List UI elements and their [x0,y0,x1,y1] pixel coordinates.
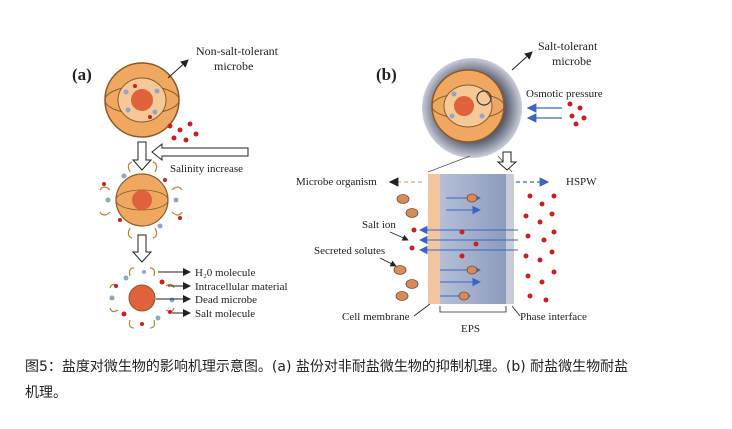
legend-intracellular: Intracellular material [195,281,288,293]
down-arrow-1 [131,141,153,171]
panel-b: (b) Salt-tolerant microbe Osmotic pressu… [296,39,603,335]
osmotic-salt-cluster [567,101,587,127]
legend-dead-microbe: Dead microbe [195,294,257,306]
dead-cell [109,267,175,329]
down-arrow-2 [131,234,153,263]
panel-a-label: (a) [72,65,92,84]
salinity-arrow [151,142,249,162]
osmotic-label: Osmotic pressure [526,88,603,100]
phase-interface-band [506,174,514,304]
microbe-label-a-1: Non-salt-tolerant [196,44,279,58]
figure-caption: 图5：盐度对微生物的影响机理示意图。(a) 盐份对非耐盐微生物的抑制机理。(b)… [25,354,715,406]
zoom-arrow [496,151,518,171]
eps-band [440,174,506,304]
salinity-label: Salinity increase [170,163,243,175]
legend-water: H₂0 molecule [195,267,255,279]
panel-a-legend: H₂0 molecule Intracellular material Dead… [156,267,288,320]
microbe-label-a-2: microbe [214,59,253,73]
salt-ions [409,227,479,259]
secreted-solutes [393,194,419,301]
secreted-label: Secreted solutes [314,245,385,257]
salt-ion-label: Salt ion [362,219,396,231]
microbe-label-b-2: microbe [552,54,591,68]
microbe-label-b-1: Salt-tolerant [538,39,598,53]
stressed-cell [99,161,183,239]
salinity-mechanism-diagram: (a) Non-salt-tolerant microbe Salinity i… [72,39,603,335]
salt-molecule-cluster [167,121,199,143]
hspw-salt-particles [523,193,557,303]
organism-label: Microbe organism [296,176,377,188]
caption-line-2: 机理。 [25,385,67,401]
salt-tolerant-cell [422,58,522,158]
membrane-label: Cell membrane [342,311,410,323]
caption-line-1: 图5：盐度对微生物的影响机理示意图。(a) 盐份对非耐盐微生物的抑制机理。(b)… [25,359,629,375]
eps-label: EPS [461,323,480,335]
legend-salt-molecule: Salt molecule [195,308,255,320]
hspw-label: HSPW [566,176,597,188]
salt-ion-arrows [418,225,518,255]
eps-solutes [458,193,478,301]
phase-label: Phase interface [520,311,587,323]
panel-b-label: (b) [376,65,397,84]
non-salt-tolerant-cell [104,62,180,138]
panel-a: (a) Non-salt-tolerant microbe Salinity i… [72,44,288,329]
cell-membrane-band [428,174,440,304]
